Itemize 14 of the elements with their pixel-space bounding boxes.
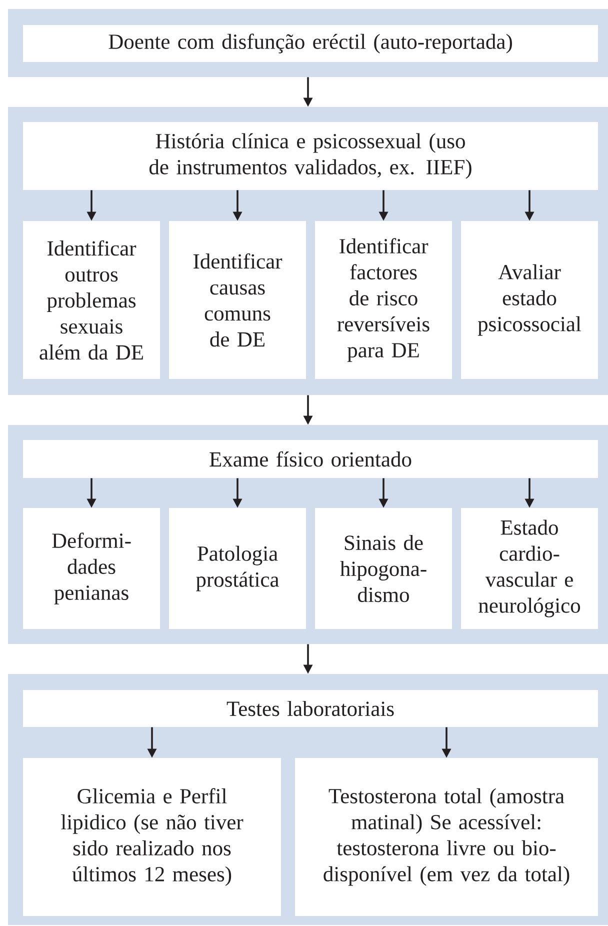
process-box: Identificar factores de risco reversíveis para DE bbox=[315, 221, 452, 379]
process-box: Estado cardio-vascular e neurológico bbox=[461, 508, 598, 629]
process-box: Glicemia e Perfil lipidico (se não tiver sido realizado nos últimos 12 meses) bbox=[23, 758, 281, 916]
process-box: Identificar causas comuns de DE bbox=[169, 221, 306, 379]
process-box: Testes laboratoriais bbox=[23, 690, 598, 727]
process-box: Testosterona total (amostra matinal) Se acessível: testosterona livre ou bio-disponível (em vez da total) bbox=[295, 758, 598, 916]
process-box: História clínica e psicossexual (uso de instrumentos validados, ex. IIEF) bbox=[23, 122, 598, 190]
process-box: Patologia prostática bbox=[169, 508, 306, 629]
process-box: Sinais de hipogona-dismo bbox=[315, 508, 452, 629]
process-box: Doente com disfunção eréctil (auto-reportada) bbox=[23, 25, 598, 62]
process-box: Exame físico orientado bbox=[23, 440, 598, 478]
process-box: Identificar outros problemas sexuais além da DE bbox=[23, 221, 160, 379]
process-box: Deformi-dades penianas bbox=[23, 508, 160, 629]
process-box: Avaliar estado psicossocial bbox=[461, 221, 598, 379]
